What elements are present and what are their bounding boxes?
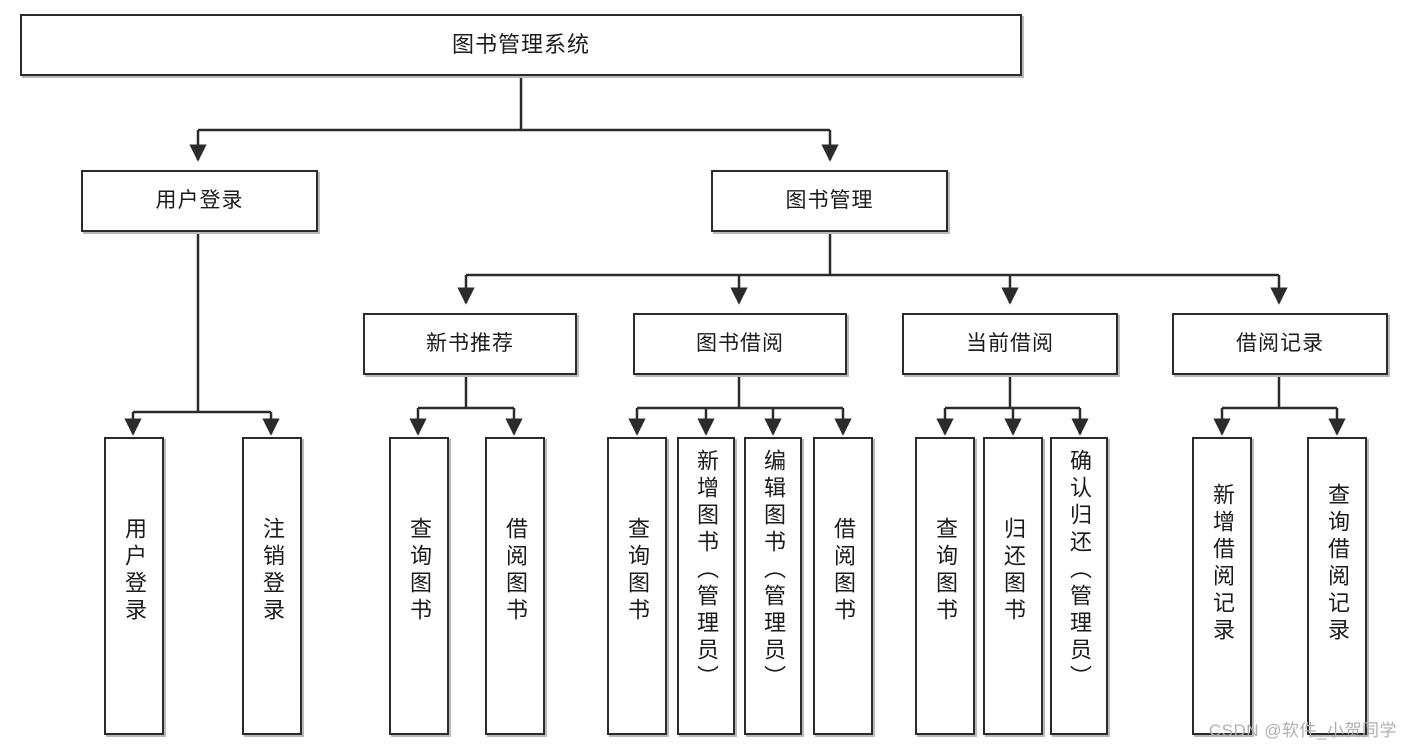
node-label: 归还图书 xyxy=(1001,517,1026,625)
node-label: 用户登录 xyxy=(155,188,244,212)
node-label: 查询图书 xyxy=(407,517,432,625)
node-label: 查询图书 xyxy=(933,517,958,625)
leaf-edit-book-admin[interactable]: 编辑图书（管理员） xyxy=(744,437,802,735)
leaf-query-book-current[interactable]: 查询图书 xyxy=(915,437,975,735)
node-label: 查询图书 xyxy=(625,517,650,625)
node-label: 新书推荐 xyxy=(426,331,514,355)
node-label: 新增图书（管理员） xyxy=(694,449,719,692)
node-root-system[interactable]: 图书管理系统 xyxy=(20,14,1022,76)
node-label: 图书借阅 xyxy=(696,331,784,355)
leaf-logout-login[interactable]: 注销登录 xyxy=(242,437,302,735)
leaf-query-borrow-record[interactable]: 查询借阅记录 xyxy=(1307,437,1367,735)
node-label: 编辑图书（管理员） xyxy=(761,449,786,692)
node-label: 借阅图书 xyxy=(503,517,528,625)
node-label: 查询借阅记录 xyxy=(1325,483,1350,645)
leaf-query-book-recommend[interactable]: 查询图书 xyxy=(389,437,449,735)
node-book-borrow[interactable]: 图书借阅 xyxy=(633,313,847,375)
node-label: 新增借阅记录 xyxy=(1210,483,1235,645)
node-label: 确认归还（管理员） xyxy=(1067,449,1092,692)
leaf-confirm-return-admin[interactable]: 确认归还（管理员） xyxy=(1050,437,1108,735)
leaf-add-borrow-record[interactable]: 新增借阅记录 xyxy=(1192,437,1252,735)
leaf-return-book[interactable]: 归还图书 xyxy=(983,437,1043,735)
node-label: 借阅图书 xyxy=(831,517,856,625)
node-label: 注销登录 xyxy=(260,517,285,625)
node-label: 用户登录 xyxy=(122,517,147,625)
node-label: 图书管理系统 xyxy=(451,32,590,58)
node-borrow-record[interactable]: 借阅记录 xyxy=(1172,313,1388,375)
node-label: 借阅记录 xyxy=(1236,331,1324,355)
node-user-login[interactable]: 用户登录 xyxy=(81,170,318,232)
leaf-add-book-admin[interactable]: 新增图书（管理员） xyxy=(677,437,735,735)
node-current-borrow[interactable]: 当前借阅 xyxy=(902,313,1118,375)
leaf-borrow-book-recommend[interactable]: 借阅图书 xyxy=(485,437,545,735)
node-label: 当前借阅 xyxy=(966,331,1054,355)
leaf-query-book-borrow[interactable]: 查询图书 xyxy=(607,437,667,735)
csdn-watermark: CSDN @软件_小贺同学 xyxy=(1208,721,1397,740)
leaf-user-login[interactable]: 用户登录 xyxy=(104,437,164,735)
leaf-borrow-book-borrow[interactable]: 借阅图书 xyxy=(813,437,873,735)
node-new-book-recommend[interactable]: 新书推荐 xyxy=(363,313,577,375)
node-label: 图书管理 xyxy=(785,188,874,212)
node-book-management[interactable]: 图书管理 xyxy=(711,170,948,232)
